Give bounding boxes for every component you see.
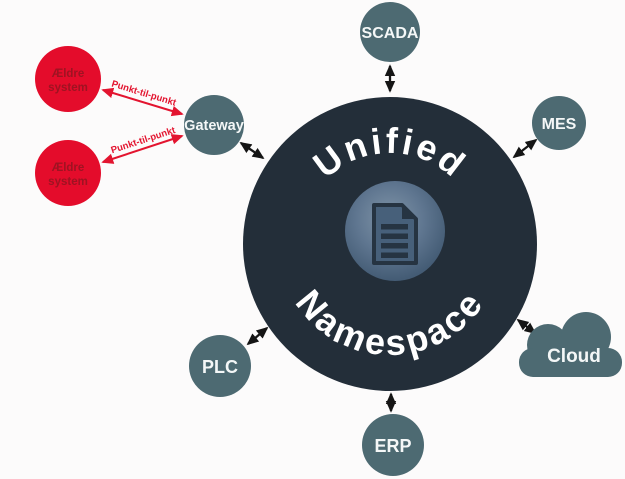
legacy-upper-circle: [35, 46, 101, 112]
arrow-gateway-hub: [239, 141, 265, 160]
arrow-legacy-lower-gateway: [101, 134, 184, 164]
arrow-mes-hub: [512, 138, 538, 159]
erp-label: ERP: [374, 436, 411, 456]
document-icon: [372, 203, 418, 265]
hub: Unified Namespace: [243, 97, 537, 391]
cloud-base: [519, 348, 622, 377]
legacy-upper-label-line2: system: [48, 82, 88, 94]
legacy-lower-circle: [35, 140, 101, 206]
gateway-circle: [184, 95, 244, 155]
scada-circle: [360, 2, 420, 62]
node-erp: ERP: [362, 414, 424, 476]
legacy-upper-label-line1: Ældre: [52, 68, 85, 80]
document-text-line: [381, 252, 408, 258]
arrow-plc-hub: [246, 326, 269, 346]
node-legacy-upper: Ældre system: [35, 46, 101, 112]
legacy-lower-label-line2: system: [48, 176, 88, 188]
erp-circle: [362, 414, 424, 476]
arrow-legacy-upper-gateway: [101, 87, 184, 117]
plc-circle: [189, 335, 251, 397]
cloud-label: Cloud: [547, 346, 601, 367]
node-cloud: Cloud: [519, 312, 622, 377]
gateway-label: Gateway: [184, 118, 244, 134]
legacy-lower-label-line1: Ældre: [52, 162, 85, 174]
document-text-line: [381, 224, 408, 230]
cloud-icon: [519, 312, 622, 377]
node-legacy-lower: Ældre system: [35, 140, 101, 206]
node-gateway: Gateway: [184, 95, 244, 155]
document-fold-corner: [402, 205, 416, 219]
legacy-connection-lower: Punkt-til-punkt: [101, 125, 184, 164]
document-text-line: [381, 233, 408, 239]
node-plc: PLC: [189, 335, 251, 397]
arrow-cloud-hub: [516, 318, 537, 335]
plc-label: PLC: [202, 357, 238, 377]
legacy-connection-upper: Punkt-til-punkt: [101, 79, 184, 117]
punkt-til-punkt-label-upper: Punkt-til-punkt: [110, 79, 178, 109]
node-mes: MES: [532, 96, 586, 150]
scada-label: SCADA: [362, 25, 419, 42]
node-scada: SCADA: [360, 2, 420, 62]
document-text-line: [381, 243, 408, 249]
mes-circle: [532, 96, 586, 150]
mes-label: MES: [542, 116, 577, 133]
